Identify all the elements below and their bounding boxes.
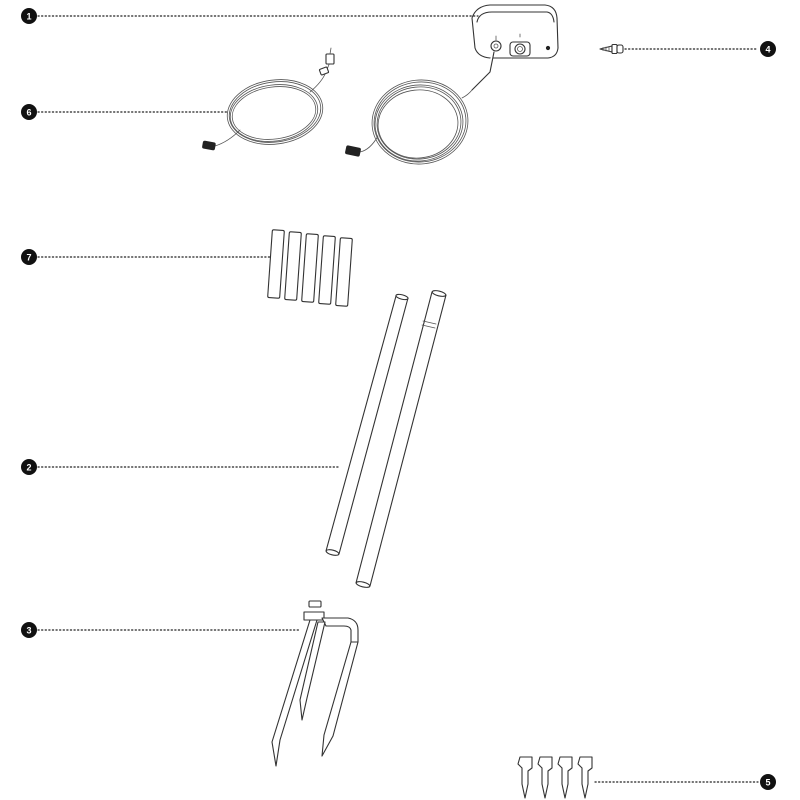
callout-3: 3 (21, 622, 37, 638)
callout-1: 1 (21, 8, 37, 24)
callout-2: 2 (21, 459, 37, 475)
sleeves (267, 229, 353, 307)
callout-label: 3 (26, 626, 31, 636)
mast-tubes (325, 290, 447, 588)
callout-7: 7 (21, 249, 37, 265)
extension-cable-coil (202, 47, 335, 151)
callout-label: 7 (26, 253, 31, 263)
callout-label: 5 (765, 778, 770, 788)
callout-label: 2 (26, 463, 31, 473)
pegs (517, 756, 593, 799)
screw (599, 43, 624, 55)
antenna-cable-coil (345, 79, 473, 165)
antenna-unit (471, 4, 559, 91)
callout-label: 4 (765, 45, 770, 55)
ground-spike (271, 600, 359, 767)
callout-6: 6 (21, 104, 37, 120)
callout-label: 6 (26, 108, 31, 118)
callout-4: 4 (760, 41, 776, 57)
callout-5: 5 (760, 774, 776, 790)
callout-label: 1 (26, 12, 31, 22)
leader-lines (37, 15, 759, 783)
